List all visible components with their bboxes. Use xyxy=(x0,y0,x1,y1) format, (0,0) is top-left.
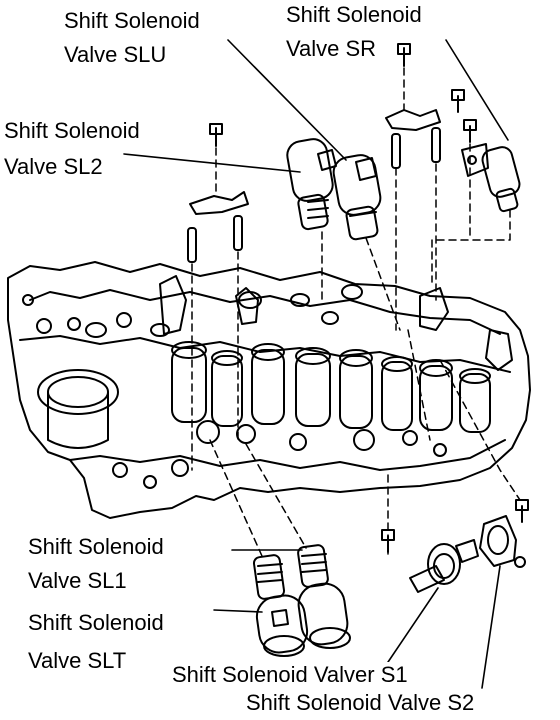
label-slu-line2: Valve SLU xyxy=(62,42,169,68)
solenoid-s2 xyxy=(479,499,529,568)
leader-sl2 xyxy=(123,153,301,173)
sl2-bracket xyxy=(187,123,249,263)
solenoid-slu xyxy=(332,154,382,241)
label-slt-line1: Shift Solenoid xyxy=(26,610,166,636)
sr-bracket xyxy=(385,43,441,169)
leader-s2 xyxy=(481,565,501,689)
leader-sr xyxy=(445,39,509,141)
alignment-lines xyxy=(191,67,521,557)
label-sl1-line1: Shift Solenoid xyxy=(26,534,166,560)
leader-slu xyxy=(227,39,347,161)
leader-lines xyxy=(123,39,509,689)
solenoid-slt xyxy=(252,554,309,657)
label-s1: Shift Solenoid Valver S1 xyxy=(170,662,410,688)
solenoid-s1 xyxy=(381,529,479,593)
leader-slt xyxy=(213,609,263,613)
leader-s1 xyxy=(383,587,439,669)
label-sl2-line1: Shift Solenoid xyxy=(2,118,142,144)
label-sl2-line2: Valve SL2 xyxy=(2,154,105,180)
label-sl1-line2: Valve SL1 xyxy=(26,568,129,594)
valve-body xyxy=(7,261,531,519)
label-slt-line2: Valve SLT xyxy=(26,648,129,674)
label-s2: Shift Solenoid Valve S2 xyxy=(244,690,477,716)
solenoid-sl2 xyxy=(286,138,337,231)
solenoid-sr xyxy=(451,89,521,213)
solenoid-sl1 xyxy=(297,544,351,649)
label-slu-line1: Shift Solenoid xyxy=(62,8,202,34)
label-sr-line1: Shift Solenoid xyxy=(284,2,424,28)
label-sr-line2: Valve SR xyxy=(284,36,379,62)
